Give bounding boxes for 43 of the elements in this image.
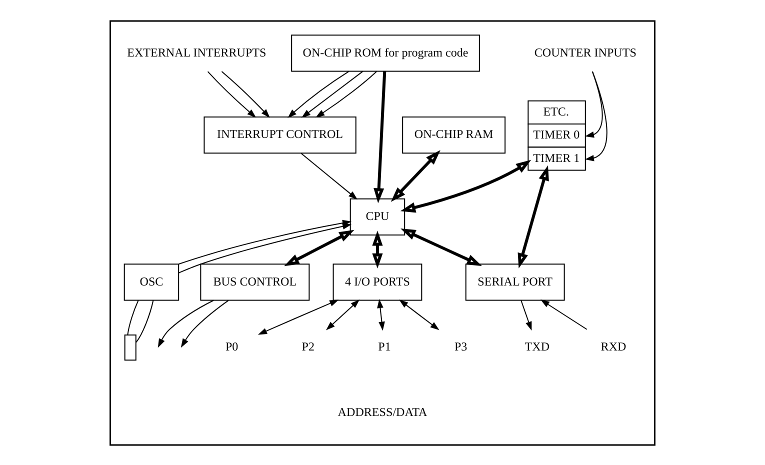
arrow [540,299,588,330]
arrow [288,70,350,118]
arrow [207,70,256,118]
arrow [372,230,383,268]
arrow [377,298,385,330]
arrow [520,300,532,330]
node-box: ON-CHIP RAM [402,116,506,154]
node-box [124,334,136,360]
node-box: OSC [124,263,180,300]
connector [127,300,139,334]
node-box: 4 I/O PORTS [332,263,422,300]
node-text: P0 [225,339,238,354]
connector [136,300,154,342]
node-box: SERIAL PORT [465,263,565,300]
label: ADDRESS/DATA [338,404,428,418]
arrow [390,150,440,202]
arrow [400,159,532,212]
node-text: COUNTER INPUTS [534,44,636,59]
node-text: RXD [600,339,626,354]
node-box: BUS CONTROL [200,263,310,300]
arrow [400,228,482,266]
node-box: CPU [350,198,406,236]
arrow [178,222,352,273]
arrow [399,299,440,330]
arrow [258,299,339,334]
node-box: ON-CHIP ROM for program code [291,34,480,72]
arrow [180,300,229,348]
arrow [326,299,360,330]
node-text: P2 [302,339,315,354]
arrow [316,70,377,118]
arrow [374,70,386,203]
node-text: TXD [524,339,550,354]
arrow [584,70,608,161]
arrow [284,229,354,266]
node-text: P1 [378,339,391,354]
arrow [300,152,358,200]
arrow [518,164,549,268]
arrow [158,299,214,348]
arrow [301,70,364,118]
node-text: EXTERNAL INTERRUPTS [127,44,266,59]
node-box: INTERRUPT CONTROL [204,116,356,154]
node-text: P3 [454,339,468,354]
arrow [221,70,270,118]
